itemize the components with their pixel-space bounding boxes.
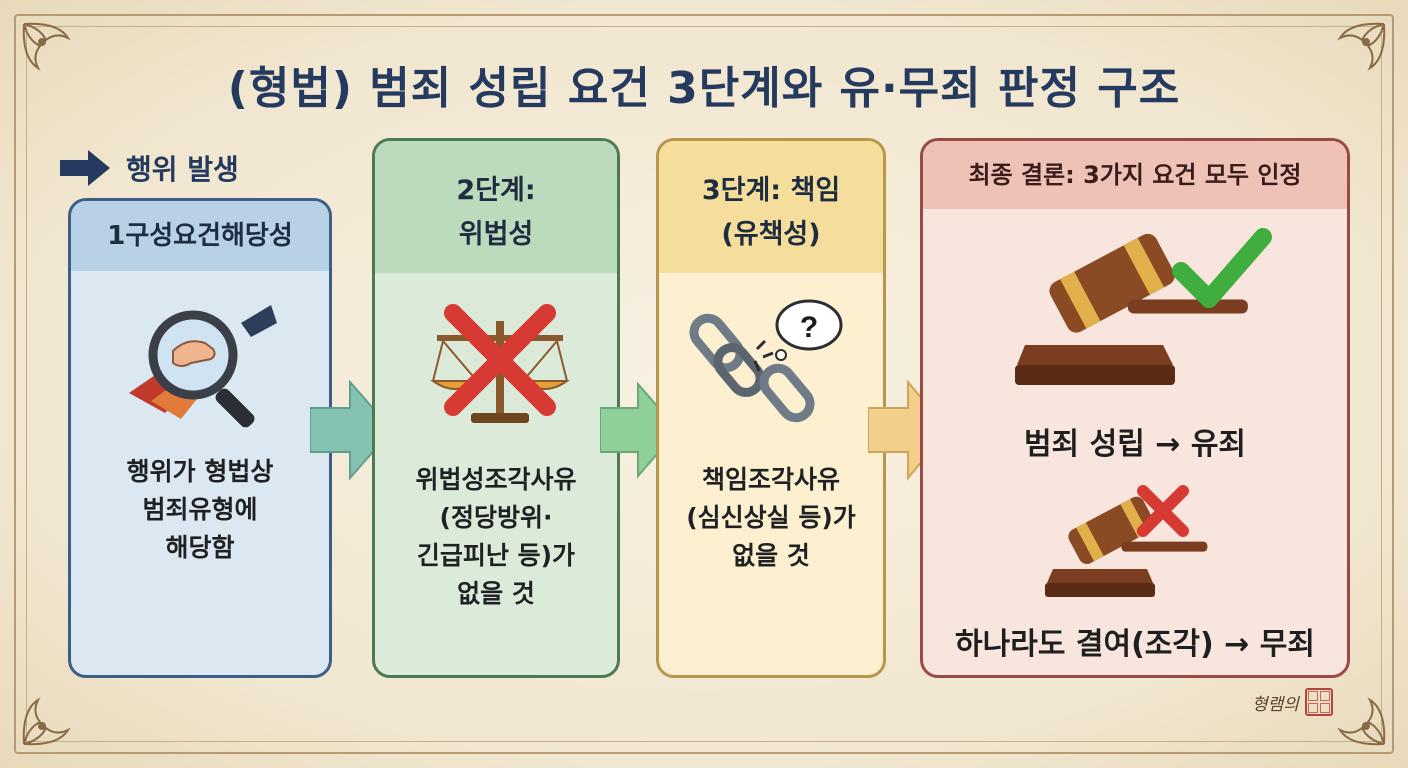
start-label: 행위 발생 — [126, 153, 239, 186]
svg-text:?: ? — [800, 311, 818, 344]
signature-seal: 형램의 — [1252, 688, 1333, 716]
flow-arrow-1 — [310, 379, 394, 481]
stage3-header: 3단계: 책임 (유책성) — [659, 141, 883, 273]
stage3-line: 책임조각사유 — [701, 465, 840, 494]
stage1-panel: 1구성요건해당성 행위가 형법상 범죄유형에 해당함 — [68, 198, 332, 678]
stage3-line: (심신상실 등)가 — [686, 503, 856, 532]
start-indicator: 행위 발생 — [58, 146, 239, 190]
stage1-line: 해당함 — [165, 533, 235, 562]
stage2-panel: 2단계: 위법성 위법성조각사유 (정당방위· 긴급피난 등)가 없을 것 — [372, 138, 620, 678]
outer-frame — [14, 14, 1394, 754]
stage2-header-line: 2단계: — [456, 175, 536, 206]
scales-crossed-icon — [429, 304, 571, 423]
guilty-verdict: 범죄 성립 → 유죄 — [1023, 427, 1247, 462]
stage3-header-line: (유책성) — [721, 219, 821, 250]
stage1-header: 1구성요건해당성 — [71, 201, 329, 271]
question-bubble-icon: ? — [775, 299, 843, 361]
stage2-header-line: 위법성 — [458, 219, 534, 250]
stage2-header: 2단계: 위법성 — [375, 141, 617, 273]
corner-ornament-bottom-right — [1337, 697, 1386, 746]
stage2-line: (정당방위· — [439, 503, 553, 532]
stage1-line: 행위가 형법상 — [126, 457, 274, 486]
stage3-line: 없을 것 — [732, 541, 810, 570]
conclusion-panel: 최종 결론: 3가지 요건 모두 인정 범죄 성립 → 유죄 하나라도 결여(조… — [920, 138, 1350, 678]
corner-ornament-top-right — [1337, 22, 1386, 71]
not-guilty-verdict: 하나라도 결여(조각) → 무죄 — [955, 627, 1315, 662]
stage2-line: 긴급피난 등)가 — [416, 541, 576, 570]
gavel-check-icon — [1015, 228, 1272, 385]
stage2-description: 위법성조각사유 (정당방위· 긴급피난 등)가 없을 것 — [375, 461, 617, 613]
arrow-right-icon — [60, 150, 110, 186]
stage2-line: 없을 것 — [457, 579, 535, 608]
stage1-line: 범죄유형에 — [142, 495, 258, 524]
stage2-line: 위법성조각사유 — [415, 465, 577, 494]
conclusion-header: 최종 결론: 3가지 요건 모두 인정 — [923, 141, 1347, 209]
stage3-header-line: 3단계: 책임 — [701, 175, 841, 206]
broken-chain-icon: ? — [689, 299, 843, 423]
magnifier-hand-icon — [129, 305, 277, 428]
signature-text: 형램의 — [1252, 694, 1299, 715]
corner-ornament-top-left — [22, 22, 71, 71]
gavel-cross-icon — [1045, 485, 1208, 597]
page-title: (형법) 범죄 성립 요건 3단계와 유·무죄 판정 구조 — [227, 63, 1181, 114]
stage3-panel: 3단계: 책임 (유책성) ? 책임조각사유 (심신상실 등)가 없을 것 — [656, 138, 886, 678]
corner-ornament-bottom-left — [22, 697, 71, 746]
stage1-description: 행위가 형법상 범죄유형에 해당함 — [71, 453, 329, 567]
stamp-icon — [1304, 688, 1333, 716]
inner-frame — [26, 26, 1382, 742]
stage3-description: 책임조각사유 (심신상실 등)가 없을 것 — [659, 461, 883, 575]
